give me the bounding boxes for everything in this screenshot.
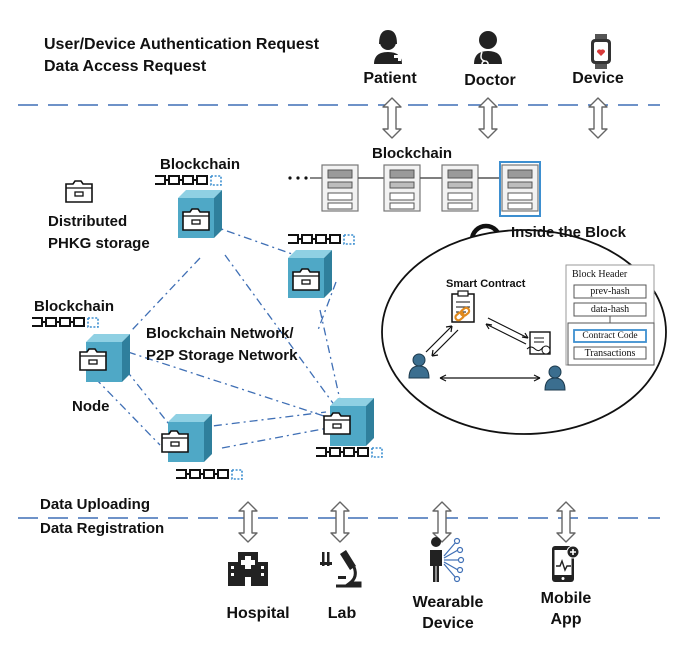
hospital-link-arrow bbox=[238, 501, 258, 543]
storage-node-2 bbox=[288, 250, 332, 298]
network-label-line2: P2P Storage Network bbox=[146, 347, 298, 364]
blockchain-strip-title: Blockchain bbox=[372, 145, 453, 162]
chain-icon-2 bbox=[287, 234, 355, 245]
node3-blockchain-label: Blockchain bbox=[34, 298, 115, 315]
doctor-link-arrow bbox=[478, 97, 498, 139]
mobile-label-line1: Mobile bbox=[540, 590, 592, 607]
data-hash-field: data-hash bbox=[590, 304, 630, 315]
mobile-label-line2: App bbox=[550, 611, 582, 628]
wearable-link-arrow bbox=[432, 501, 452, 543]
transaction-doc-icon bbox=[526, 331, 551, 355]
wearable-person-icon bbox=[430, 537, 465, 583]
auth-request-label: User/Device Authentication Request bbox=[44, 36, 320, 53]
prev-hash-field: prev-hash bbox=[590, 286, 630, 297]
contract-document-icon bbox=[451, 290, 475, 323]
transactions-field: Transactions bbox=[584, 348, 636, 359]
node1-blockchain-label: Blockchain bbox=[160, 156, 241, 173]
access-request-label: Data Access Request bbox=[44, 58, 207, 75]
smartwatch-icon bbox=[591, 34, 611, 69]
block-header-title: Block Header bbox=[572, 269, 628, 280]
lab-label: Lab bbox=[327, 605, 357, 622]
patient-label: Patient bbox=[363, 70, 417, 87]
node-label: Node bbox=[72, 398, 110, 415]
storage-label-line1: Distributed bbox=[48, 213, 128, 230]
data-registration-label: Data Registration bbox=[40, 520, 165, 537]
chain-icon-4 bbox=[175, 469, 243, 480]
block-header-box bbox=[565, 264, 655, 366]
contract-code-field: Contract Code bbox=[582, 331, 638, 341]
microscope-icon bbox=[320, 550, 362, 588]
blockchain-strip bbox=[288, 161, 541, 217]
device-link-arrow bbox=[588, 97, 608, 139]
mobile-link-arrow bbox=[556, 501, 576, 543]
storage-node-3 bbox=[79, 334, 130, 382]
contract-flow-arrows bbox=[425, 317, 541, 382]
wearable-label-line2: Device bbox=[422, 615, 474, 632]
storage-node-1 bbox=[178, 190, 222, 238]
chain-icon-5 bbox=[315, 447, 383, 458]
hospital-icon bbox=[228, 552, 268, 586]
inside-block-title: Inside the Block bbox=[511, 224, 627, 241]
storage-label-line2: PHKG storage bbox=[48, 235, 150, 252]
data-uploading-label: Data Uploading bbox=[40, 496, 151, 513]
network-label-line1: Blockchain Network/ bbox=[146, 325, 294, 342]
patient-link-arrow bbox=[382, 97, 402, 139]
patient-icon bbox=[374, 30, 404, 64]
device-label: Device bbox=[572, 70, 624, 87]
doctor-label: Doctor bbox=[464, 72, 516, 89]
mobile-app-icon bbox=[552, 545, 580, 582]
wearable-label-line1: Wearable bbox=[412, 594, 484, 611]
hospital-label: Hospital bbox=[226, 605, 290, 622]
lab-link-arrow bbox=[330, 501, 350, 543]
storage-node-4 bbox=[161, 414, 212, 462]
phkg-storage-icon bbox=[65, 180, 93, 203]
chain-icon-3 bbox=[31, 317, 99, 328]
chain-icon-1 bbox=[154, 175, 222, 186]
storage-node-5 bbox=[323, 398, 374, 446]
doctor-icon bbox=[474, 31, 502, 68]
smart-contract-label: Smart Contract bbox=[446, 278, 526, 290]
